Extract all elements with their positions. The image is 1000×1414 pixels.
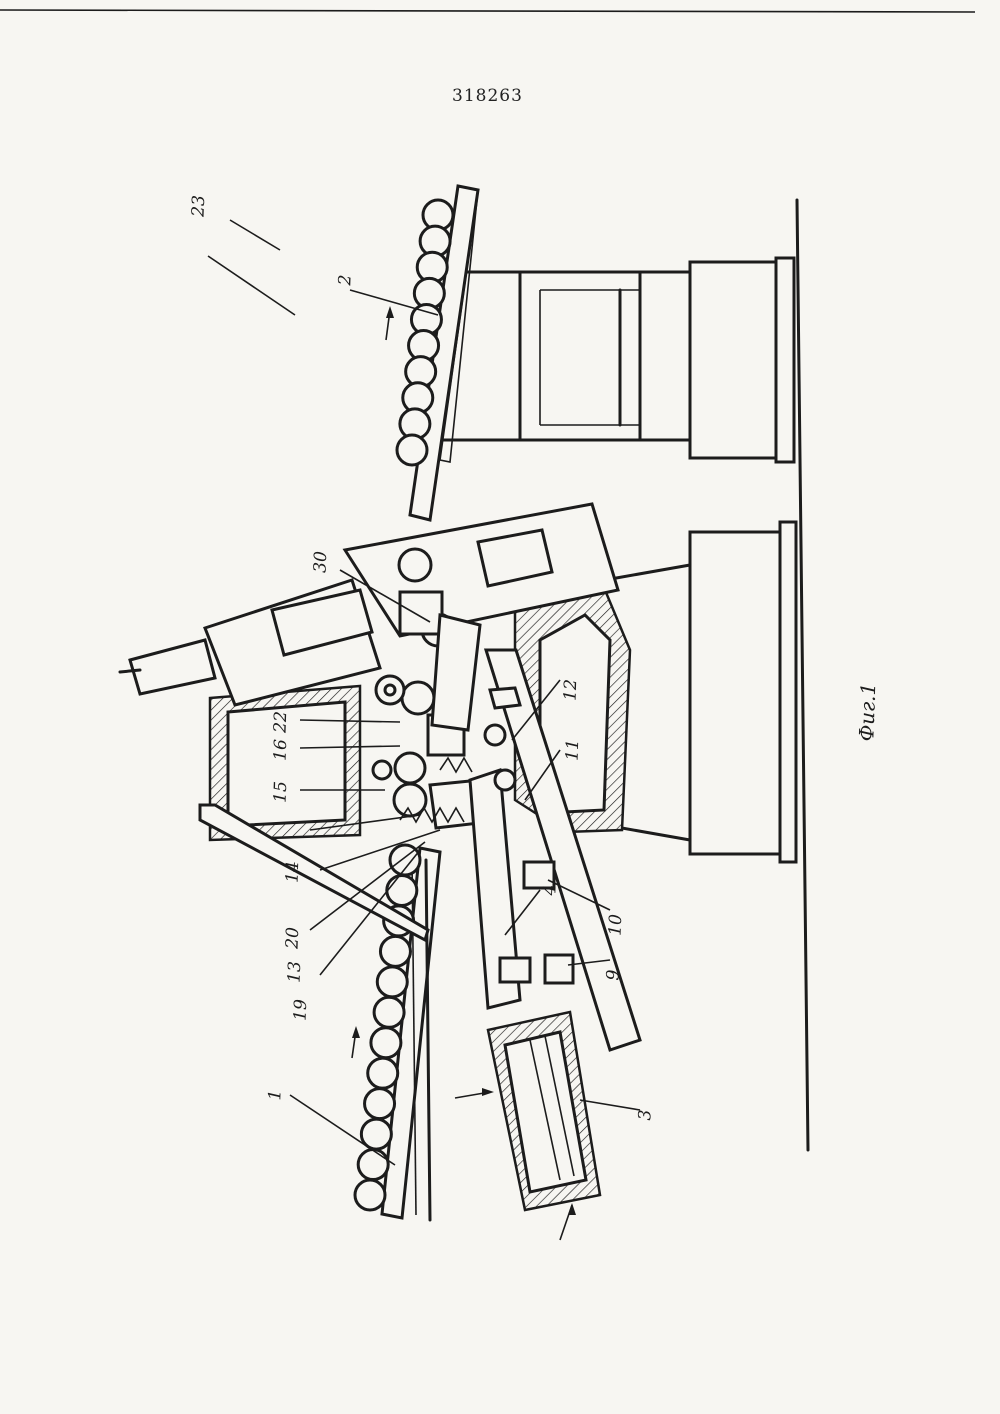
label-1: 1 bbox=[265, 1089, 286, 1101]
output-rollers bbox=[395, 198, 455, 467]
ground-line bbox=[795, 198, 810, 1152]
conveyor-roller bbox=[356, 1148, 390, 1182]
label-22: 22 bbox=[270, 710, 292, 734]
conveyor-roller bbox=[372, 995, 406, 1029]
label-20: 20 bbox=[282, 926, 304, 950]
hydraulic-cylinder bbox=[454, 1010, 602, 1241]
label-23: 23 bbox=[188, 194, 210, 218]
drive-rod-assembly bbox=[468, 648, 642, 1052]
direction-arrows bbox=[351, 306, 576, 1215]
conveyor-roller bbox=[395, 433, 429, 467]
label-2: 2 bbox=[335, 274, 356, 286]
label-12: 12 bbox=[560, 678, 582, 702]
leader-lines bbox=[207, 219, 641, 1166]
conveyor-roller bbox=[359, 1117, 393, 1151]
conveyor-roller bbox=[353, 1178, 387, 1212]
label-30: 30 bbox=[310, 550, 332, 574]
conveyor-roller bbox=[363, 1087, 397, 1121]
label-9: 9 bbox=[603, 969, 624, 981]
label-15: 15 bbox=[270, 780, 292, 804]
figure-caption: Фиг.1 bbox=[854, 682, 881, 742]
conveyor-roller bbox=[378, 934, 412, 968]
label-16: 16 bbox=[270, 738, 292, 762]
base-block bbox=[603, 520, 798, 864]
top-border-line bbox=[0, 9, 976, 13]
label-19: 19 bbox=[290, 998, 312, 1022]
input-rollers bbox=[353, 843, 422, 1212]
conveyor-roller bbox=[366, 1056, 400, 1090]
label-3: 3 bbox=[635, 1109, 656, 1121]
label-11: 11 bbox=[562, 738, 584, 762]
conveyor-roller bbox=[375, 965, 409, 999]
label-4: 4 bbox=[540, 884, 561, 896]
label-14: 14 bbox=[282, 860, 304, 884]
conveyor-roller bbox=[385, 873, 419, 907]
output-stand bbox=[438, 256, 796, 464]
label-13: 13 bbox=[284, 960, 306, 984]
patent-number: 318263 bbox=[452, 86, 523, 106]
label-10: 10 bbox=[605, 913, 627, 937]
conveyor-roller bbox=[369, 1026, 403, 1060]
main-frame bbox=[198, 588, 632, 943]
